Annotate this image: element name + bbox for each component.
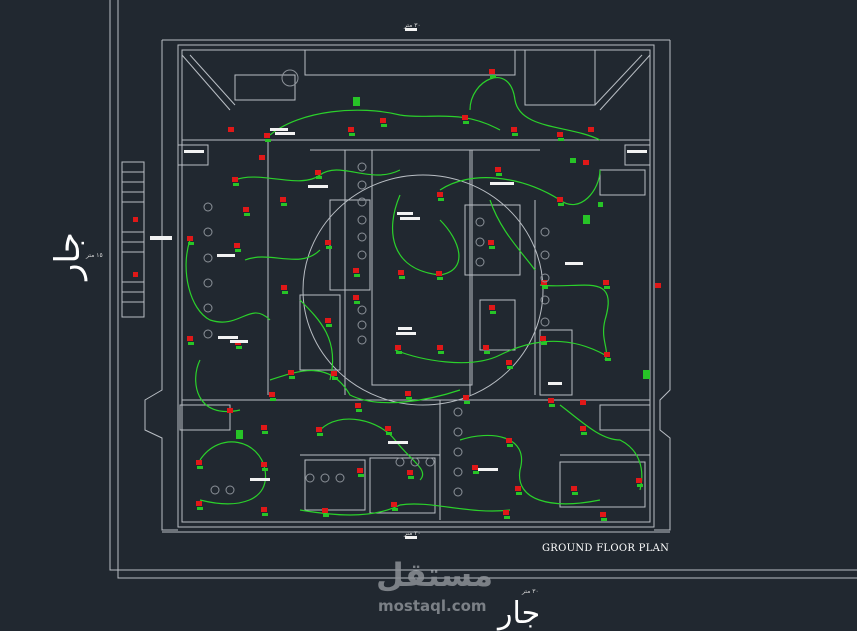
watermark-latin: mostaql.com [378,597,487,615]
room-tags [150,28,647,539]
plumbing-fixtures [203,69,550,497]
neighbor-label-bottom: جار [498,596,541,631]
lighting-circuits [185,77,643,516]
dimension-bottom: ٣٠ متر [404,530,421,537]
dimension-bottom-outer: ٣٠ متر [522,588,539,595]
fixtures [133,69,661,521]
plan-title: GROUND FLOOR PLAN [542,543,670,554]
dimension-top: ٣٠ متر [404,22,421,29]
site-boundary [109,0,857,579]
neighbor-label-left: جار [47,232,88,280]
dimension-left: ١٥ متر [86,252,103,259]
building-outline [121,39,671,533]
watermark-arabic: مستقل [376,556,494,594]
